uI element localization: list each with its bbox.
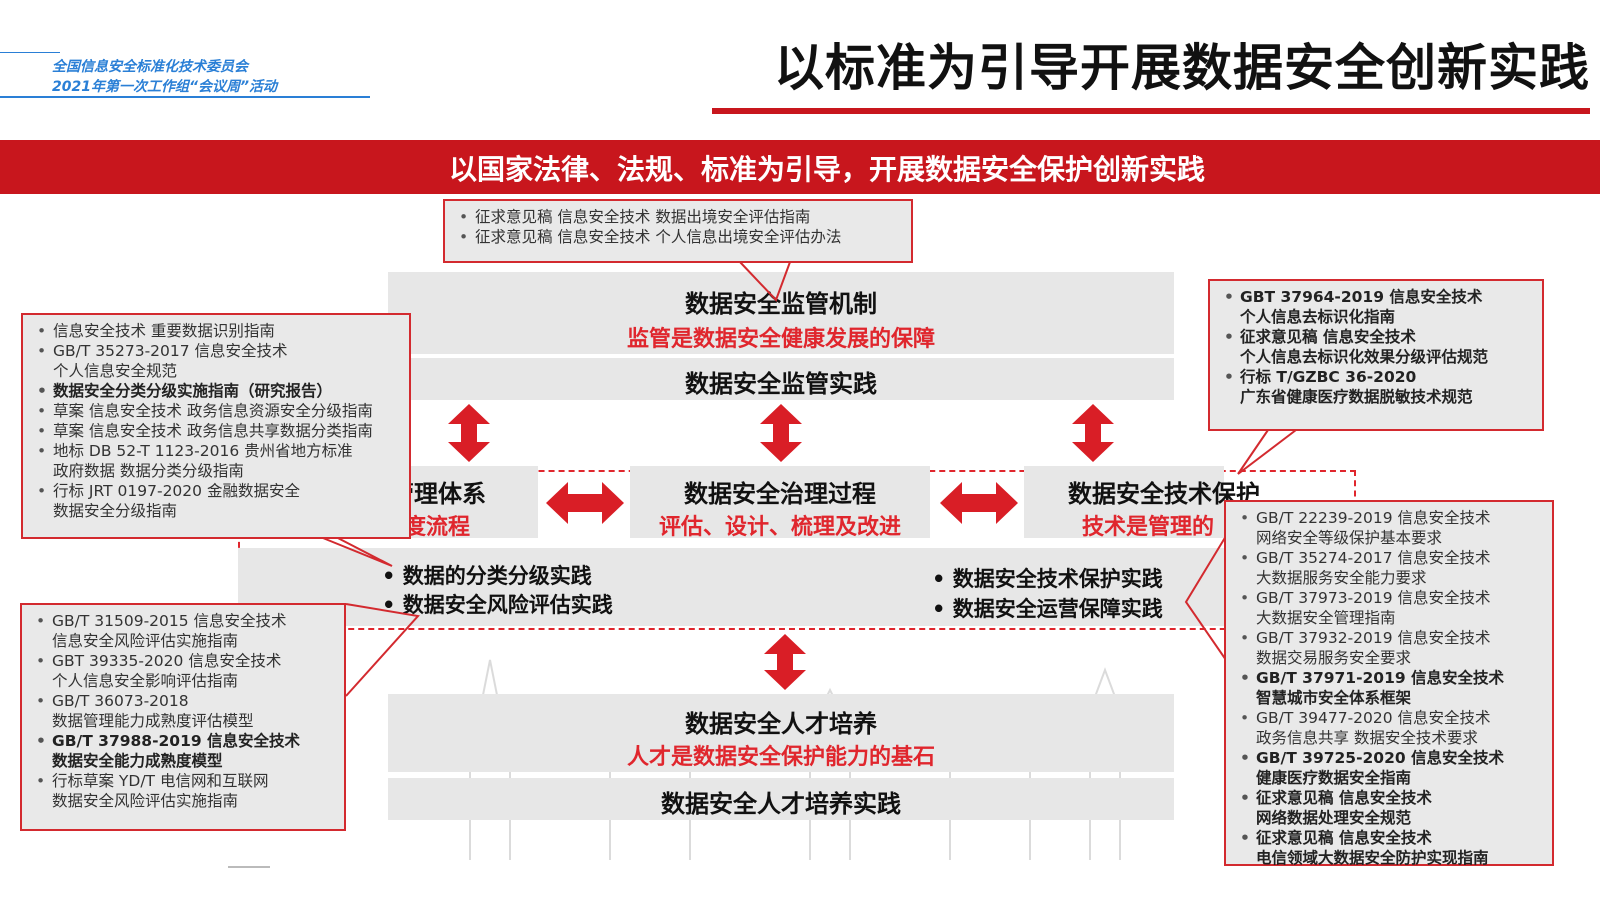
event-name: 2021年第一次工作组“会议周”活动	[52, 79, 277, 95]
double-headed-arrow-icon	[448, 404, 490, 462]
governance-process-title: 数据安全治理过程	[684, 480, 876, 508]
supervision-block: 数据安全监管机制 监管是数据安全健康发展的保障	[388, 272, 1174, 354]
talent-title: 数据安全人才培养	[685, 710, 877, 738]
callout-item: 数据安全分类分级实施指南（研究报告）	[31, 381, 401, 401]
talent-block: 数据安全人才培养 人才是数据安全保护能力的基石	[388, 694, 1174, 772]
double-headed-arrow-icon	[546, 482, 624, 524]
governance-process-block: 数据安全治理过程 评估、设计、梳理及改进	[630, 466, 930, 540]
practice-bullet-tech-protection: 数据安全技术保护实践	[932, 563, 1163, 593]
talent-practice-block: 数据安全人才培养实践	[388, 778, 1174, 820]
banner-text: 以国家法律、法规、标准为引导，开展数据安全保护创新实践	[448, 153, 1205, 186]
double-headed-arrow-icon	[764, 634, 806, 690]
callout-item: 草案 信息安全技术 政务信息共享数据分类指南	[31, 421, 401, 441]
title-underline	[712, 108, 1590, 114]
practice-bullet-operations: 数据安全运营保障实践	[932, 593, 1163, 623]
org-name: 全国信息安全标准化技术委员会	[52, 59, 248, 75]
talent-subtitle: 人才是数据安全保护能力的基石	[626, 745, 935, 770]
callout-classification-standards: 信息安全技术 重要数据识别指南 GB/T 35273-2017 信息安全技术个人…	[21, 313, 411, 539]
double-headed-arrow-icon	[760, 404, 802, 462]
management-system-subtitle: 度流程	[404, 515, 471, 540]
callout-item: 征求意见稿 信息安全技术 数据出境安全评估指南	[453, 207, 903, 227]
banner: 以国家法律、法规、标准为引导，开展数据安全保护创新实践	[0, 140, 1600, 194]
talent-practice: 数据安全人才培养实践	[661, 790, 901, 818]
governance-process-subtitle: 评估、设计、梳理及改进	[658, 515, 901, 540]
org-top-rule	[0, 52, 60, 53]
org-underline	[0, 96, 370, 98]
double-headed-arrow-icon	[940, 482, 1018, 524]
page-title: 以标准为引导开展数据安全创新实践	[774, 39, 1590, 97]
footer-rule	[228, 866, 270, 868]
callout-item: 草案 信息安全技术 政务信息资源安全分级指南	[31, 401, 401, 421]
callout-item: 征求意见稿 信息安全技术 个人信息出境安全评估办法	[453, 227, 903, 247]
callout-cross-border: 征求意见稿 信息安全技术 数据出境安全评估指南 征求意见稿 信息安全技术 个人信…	[443, 199, 913, 263]
supervision-subtitle: 监管是数据安全健康发展的保障	[626, 327, 935, 352]
supervision-practice-block: 数据安全监管实践	[388, 358, 1174, 400]
practice-bullet-classification: 数据的分类分级实践	[382, 560, 592, 590]
supervision-title: 数据安全监管机制	[685, 290, 877, 318]
practice-bullet-risk-assessment: 数据安全风险评估实践	[382, 589, 613, 619]
tech-protection-block: 数据安全技术保护 技术是管理的	[1024, 466, 1260, 540]
double-headed-arrow-icon	[1072, 404, 1114, 462]
org-logo: 全国信息安全标准化技术委员会 2021年第一次工作组“会议周”活动	[0, 50, 370, 100]
callout-item: 信息安全技术 重要数据识别指南	[31, 321, 401, 341]
tech-protection-subtitle: 技术是管理的	[1082, 515, 1215, 540]
supervision-practice: 数据安全监管实践	[685, 370, 877, 398]
